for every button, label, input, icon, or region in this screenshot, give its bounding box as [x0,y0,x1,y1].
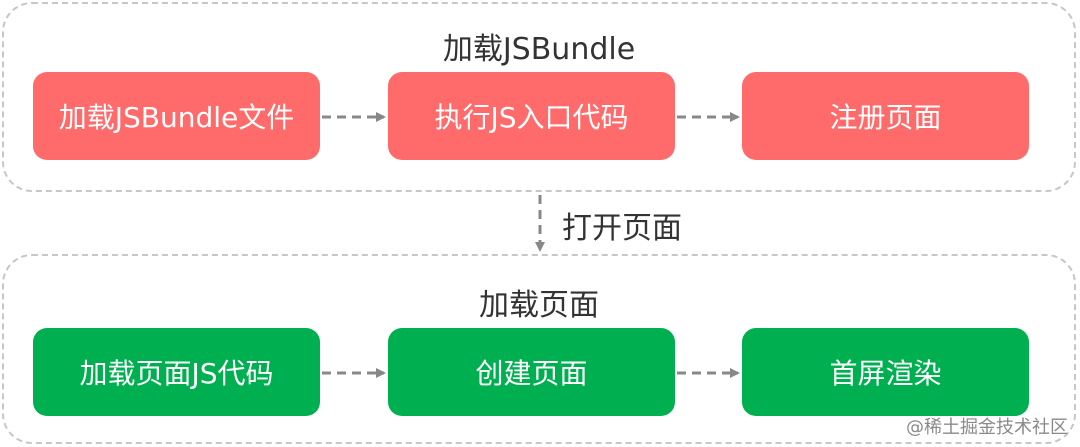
node-load-jsbundle-file: 加载JSBundle文件 [33,72,320,160]
node-register-page: 注册页面 [742,72,1029,160]
label-open-page: 打开页面 [562,211,682,246]
watermark: @稀土掘金技术社区 [906,417,1068,438]
group-load-page: 加载页面 [2,254,1076,444]
group-title-load-jsbundle: 加载JSBundle [442,32,636,67]
node-load-page-js: 加载页面JS代码 [33,328,320,416]
node-execute-js-entry: 执行JS入口代码 [388,72,675,160]
group-title-load-page: 加载页面 [479,288,599,323]
group-load-jsbundle: 加载JSBundle [2,2,1076,192]
node-create-page: 创建页面 [388,328,675,416]
node-first-screen-render: 首屏渲染 [742,328,1029,416]
